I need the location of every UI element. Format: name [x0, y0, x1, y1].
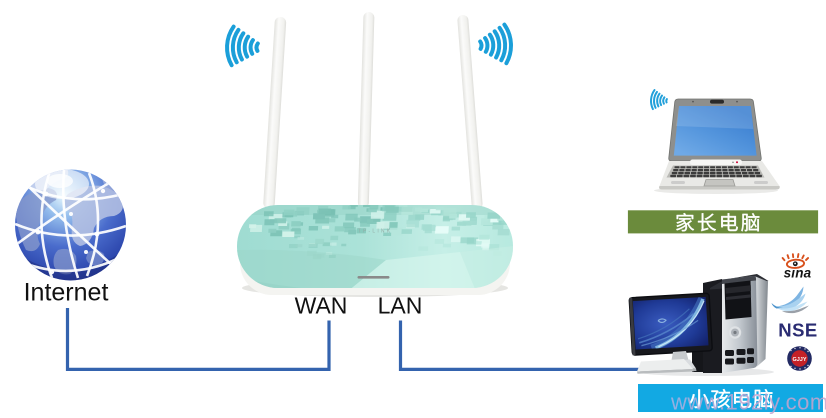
svg-text:sına: sına: [784, 266, 812, 281]
svg-text:GJJY: GJJY: [792, 357, 806, 363]
svg-text:Internet: Internet: [24, 279, 109, 307]
svg-text:www.192ly.com: www.192ly.com: [670, 390, 826, 415]
svg-text:TP-LINK: TP-LINK: [358, 229, 393, 235]
svg-text:NSE: NSE: [778, 320, 818, 341]
svg-text:LAN: LAN: [378, 293, 423, 319]
svg-text:WAN: WAN: [295, 293, 348, 319]
